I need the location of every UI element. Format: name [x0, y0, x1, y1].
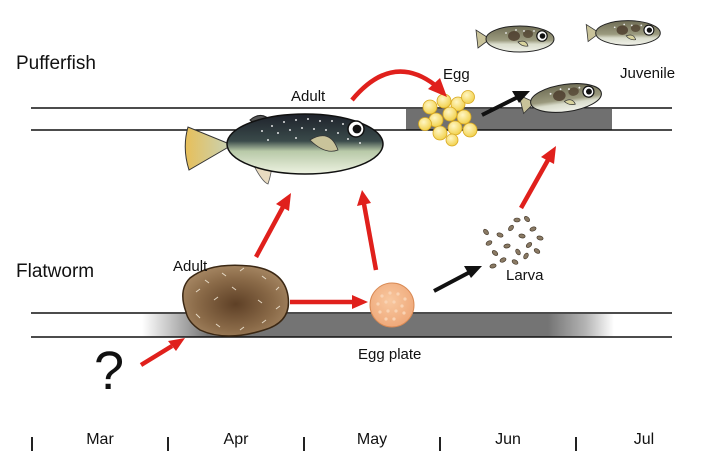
month-tick [167, 437, 169, 451]
flatworm-adult-label: Adult [173, 259, 207, 274]
month-label-apr: Apr [224, 432, 249, 448]
arrow-egg-plate-to-puffer-adult [364, 204, 376, 270]
egg-plate-illustration [370, 283, 414, 327]
unknown-origin-question-mark: ? [94, 344, 124, 398]
juvenile-pufferfish-2 [586, 21, 660, 46]
month-tick [303, 437, 305, 451]
month-label-may: May [357, 432, 387, 448]
flatworm-larva-label: Larva [506, 268, 544, 283]
pufferfish-juvenile-label: Juvenile [620, 66, 675, 81]
arrow-unknown-to-worm-adult [141, 346, 172, 365]
flatworm-row-label: Flatworm [16, 262, 94, 281]
adult-flatworm-illustration [183, 265, 289, 336]
pufferfish-adult-label: Adult [291, 89, 325, 104]
flatworm-timeline [31, 313, 672, 337]
adult-pufferfish-illustration [185, 114, 383, 184]
egg-plate-label: Egg plate [358, 347, 421, 362]
arrow-worm-adult-to-puffer-adult-left [256, 207, 283, 257]
month-label-mar: Mar [86, 432, 114, 448]
month-label-jun: Jun [495, 432, 521, 448]
month-label-jul: Jul [634, 432, 654, 448]
month-tick [31, 437, 33, 451]
arrow-adult-to-egg-curve [352, 72, 435, 100]
pufferfish-egg-label: Egg [443, 67, 470, 82]
arrow-egg-plate-to-larva [434, 272, 470, 291]
arrow-larva-to-juvenile [521, 160, 548, 208]
juvenile-pufferfish-1 [476, 26, 554, 52]
pufferfish-egg-cluster [419, 91, 478, 147]
month-tick [439, 437, 441, 451]
pufferfish-row-label: Pufferfish [16, 54, 96, 73]
month-tick [575, 437, 577, 451]
flatworm-larvae [482, 215, 543, 268]
